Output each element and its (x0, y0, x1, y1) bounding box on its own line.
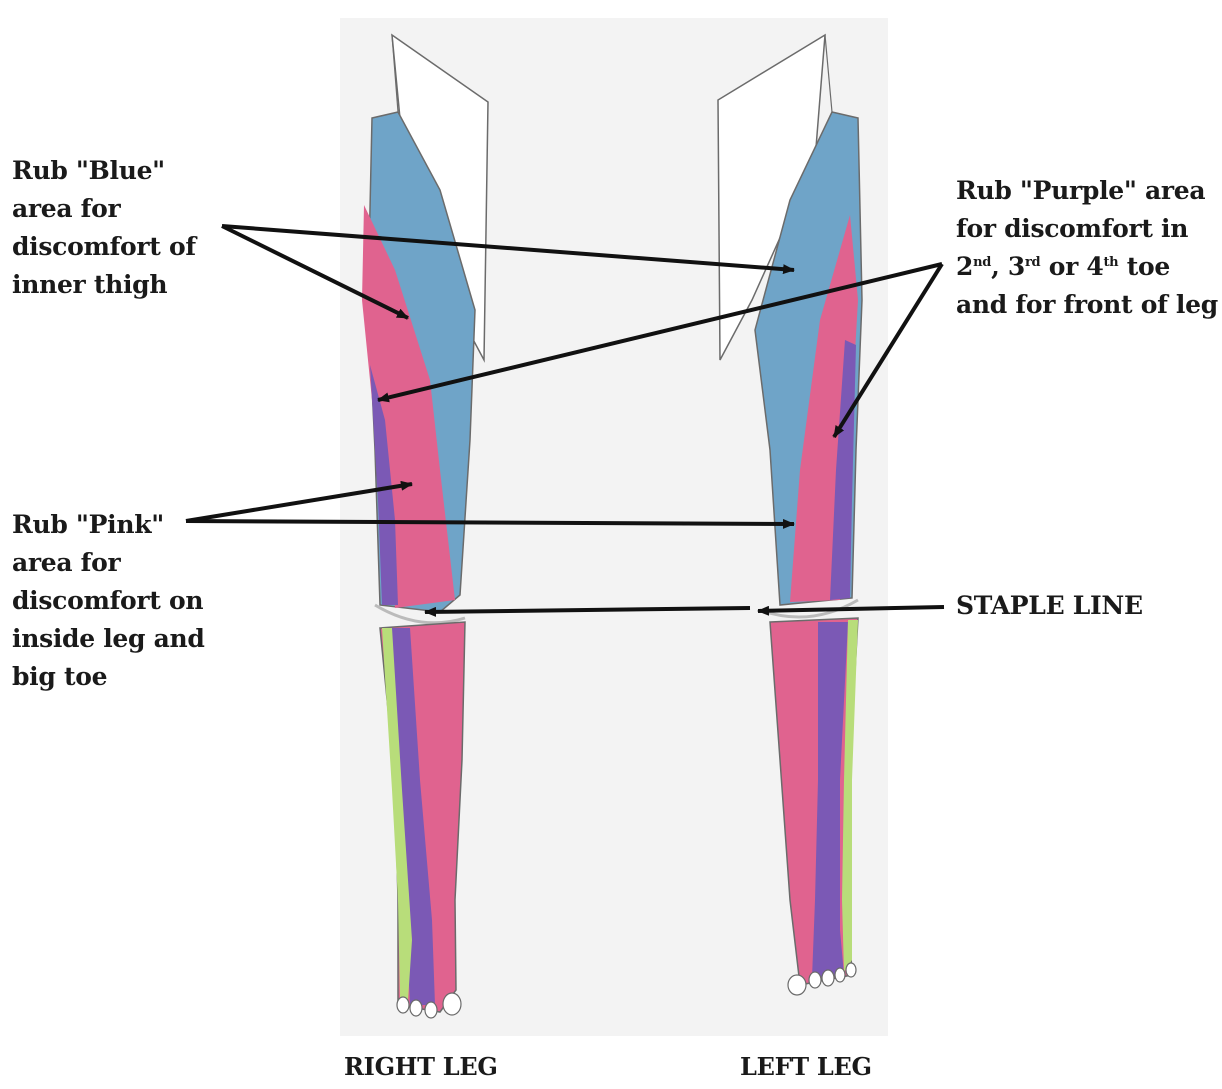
right-leg-title: RIGHT LEG (344, 1052, 498, 1081)
toe-3-number: , 3 (991, 252, 1025, 281)
purple-area-label: Rub "Purple" area for discomfort in 2nd,… (956, 172, 1218, 324)
toe-2-number: 2 (956, 252, 973, 281)
pink-label-line-2: area for (12, 544, 205, 582)
blue-area-label: Rub "Blue" area for discomfort of inner … (12, 152, 196, 304)
toe-word: toe (1118, 252, 1170, 281)
pink-label-line-4: inside leg and (12, 620, 205, 658)
blue-label-line-3: discomfort of (12, 228, 196, 266)
purple-label-line-4: and for front of leg (956, 286, 1218, 324)
pink-label-line-3: discomfort on (12, 582, 205, 620)
staple-line-label: STAPLE LINE (956, 587, 1143, 625)
pink-label-line-5: big toe (12, 658, 205, 696)
pink-area-label: Rub "Pink" area for discomfort on inside… (12, 506, 205, 696)
toe-4-suffix: th (1103, 255, 1118, 270)
blue-label-line-4: inner thigh (12, 266, 196, 304)
purple-label-line-1: Rub "Purple" area (956, 172, 1218, 210)
left-leg-title: LEFT LEG (740, 1052, 872, 1081)
blue-label-line-2: area for (12, 190, 196, 228)
toe-3-suffix: rd (1025, 255, 1040, 270)
toe-4-number: or 4 (1040, 252, 1103, 281)
pink-label-line-1: Rub "Pink" (12, 506, 205, 544)
toe-2-suffix: nd (973, 255, 991, 270)
blue-label-line-1: Rub "Blue" (12, 152, 196, 190)
purple-label-line-3: 2nd, 3rd or 4th toe (956, 248, 1218, 286)
purple-label-line-2: for discomfort in (956, 210, 1218, 248)
